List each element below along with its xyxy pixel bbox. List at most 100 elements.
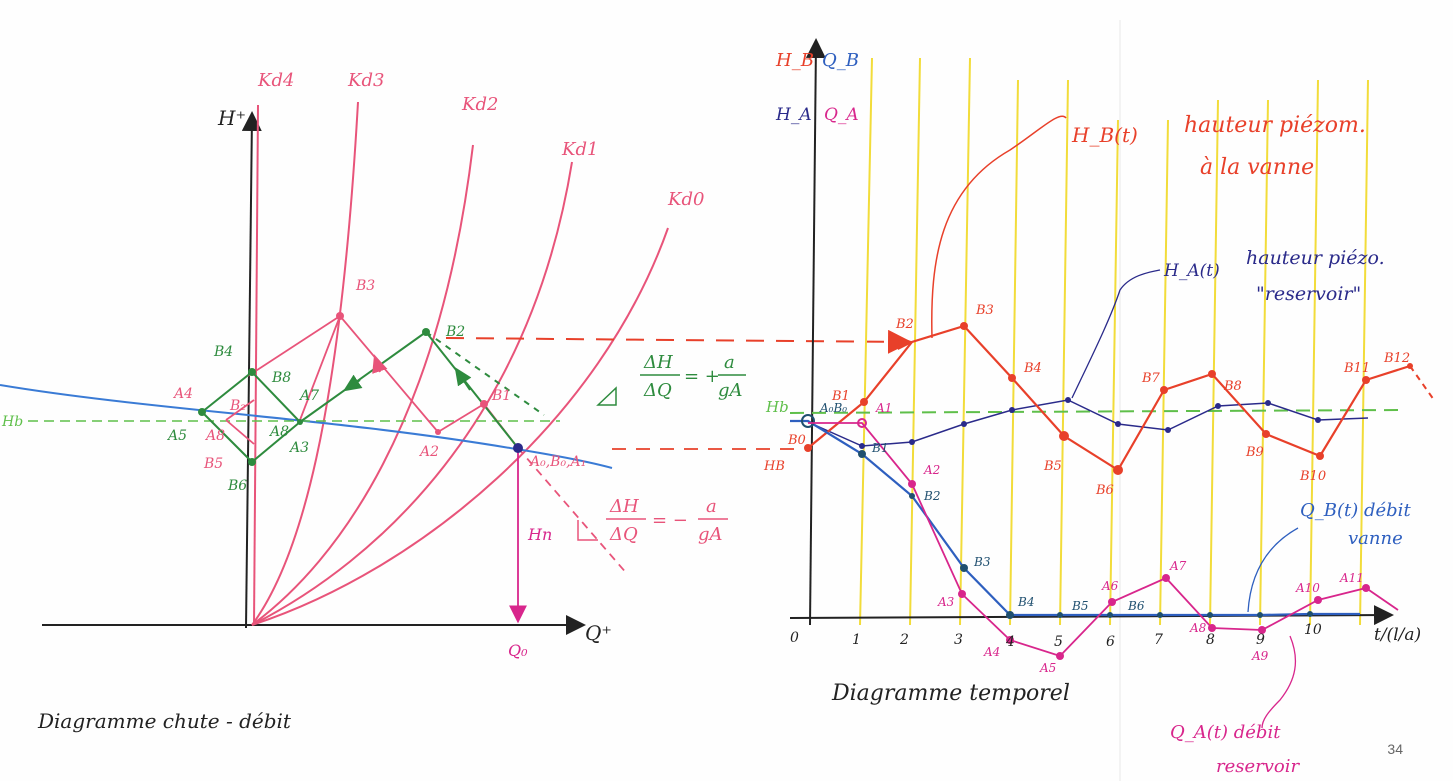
tick-9: 9 — [1256, 632, 1265, 648]
time-grid — [859, 57, 1369, 626]
pos-slope-rden: gA — [718, 380, 743, 401]
qa-label-3: A3 — [937, 595, 955, 609]
right-he-label: HB — [763, 459, 785, 474]
qa-label-2: A2 — [923, 463, 940, 477]
qb-label-5: B5 — [1071, 599, 1088, 613]
qb-label-1: B1 — [871, 441, 888, 455]
pt-b1: B1 — [491, 388, 511, 404]
legend-qb-text2: vanne — [1348, 528, 1403, 549]
pt-a4: A4 — [172, 386, 193, 402]
b-label-8: B8 — [1223, 379, 1242, 394]
neg-slope-rden: gA — [698, 524, 723, 545]
tick-5: 5 — [1054, 634, 1063, 650]
pt-b3: B3 — [355, 278, 375, 294]
right-hb-line — [789, 409, 1401, 414]
axis-h-label: H⁺ — [217, 106, 246, 130]
right-x-label: t/(l/a) — [1374, 625, 1421, 645]
tick-3: 3 — [954, 632, 963, 648]
y-label-qb: Q_B — [822, 50, 859, 71]
hn-label: Hn — [527, 525, 552, 544]
qa-label-10: A10 — [1295, 581, 1320, 595]
b-label-6: B6 — [1095, 483, 1114, 498]
legend-qa-fn: Q_A(t) débit — [1170, 722, 1281, 743]
y-label-hb: H_B — [775, 50, 814, 71]
b-label-11: B11 — [1343, 361, 1370, 376]
qa-label-9: A9 — [1251, 649, 1269, 663]
left-hb-label: Hb — [1, 414, 23, 430]
series-ha — [807, 399, 1369, 447]
label-kd3: Kd3 — [347, 70, 384, 91]
b-label-9: B9 — [1245, 445, 1264, 460]
pipe-curve — [0, 384, 613, 469]
pt-b6: B6 — [227, 478, 247, 494]
label-kd0: Kd0 — [667, 189, 704, 210]
qa-label-11: A11 — [1339, 571, 1364, 585]
label-kd1: Kd1 — [561, 139, 598, 160]
legend-qa-text2: reservoir — [1216, 756, 1301, 777]
curve-kd4 — [253, 104, 259, 626]
a0b0-label: A₀B₀ — [819, 401, 847, 415]
neg-slope-sign: = − — [652, 510, 688, 531]
tick-0: 0 — [790, 630, 799, 646]
y-label-qa: Q_A — [824, 105, 859, 125]
pos-slope-triangle — [596, 386, 617, 406]
label-kd4: Kd4 — [257, 70, 294, 91]
right-diagram: Hb HB — [763, 20, 1435, 781]
b-label-3: B3 — [975, 303, 994, 318]
pt-b8: B8 — [271, 370, 291, 386]
legend-qb-fn: Q_B(t) débit — [1300, 500, 1411, 521]
b-label-12: B12 — [1383, 351, 1410, 366]
pt-a8b: A8 — [268, 424, 289, 440]
curve-kd2 — [251, 144, 474, 626]
neg-slope-triangle — [577, 520, 598, 541]
pt-b2: B2 — [445, 324, 465, 340]
b-label-1: B1 — [831, 389, 850, 404]
tick-7: 7 — [1154, 632, 1163, 648]
pt-a8: A8 — [204, 428, 225, 444]
neg-slope-rnum: a — [706, 496, 717, 517]
link-arrow-top — [445, 329, 912, 354]
pos-slope-rnum: a — [724, 352, 735, 373]
neg-slope-den: ΔQ — [609, 524, 638, 545]
qa-label-5: A5 — [1039, 661, 1056, 675]
right-caption: Diagramme temporel — [831, 681, 1070, 706]
tick-1: 1 — [852, 632, 861, 648]
qb-label-2: B2 — [923, 489, 940, 503]
legend-ha-text2: "reservoir" — [1256, 283, 1361, 305]
y-label-ha: H_A — [775, 105, 812, 125]
b-label-7: B7 — [1141, 371, 1161, 386]
b-label-4: B4 — [1023, 361, 1042, 376]
curve-kd0 — [251, 227, 669, 626]
pt-a2: A2 — [418, 444, 439, 460]
b-label-5: B5 — [1043, 459, 1062, 474]
qb-label-4: B4 — [1017, 595, 1034, 609]
curve-kd3 — [251, 101, 359, 626]
pt-a5: A5 — [166, 428, 187, 444]
qa-label-8: A8 — [1189, 621, 1207, 635]
legend-hb-fn: H_B(t) — [1071, 123, 1138, 147]
page-number: 34 — [1387, 741, 1403, 757]
tick-8: 8 — [1206, 632, 1215, 648]
legend-hb-text1: hauteur piézom. — [1184, 113, 1366, 138]
b-label-2: B2 — [895, 317, 914, 332]
left-diagram: Kd4 Kd3 Kd2 Kd1 Kd0 Hb Hn Q₀ Q⁺ H⁺ — [0, 70, 746, 733]
tick-10: 10 — [1304, 622, 1322, 638]
pos-slope-num: ΔH — [643, 352, 673, 373]
pt-b5: B5 — [203, 456, 223, 472]
legend-hb-text2: à la vanne — [1200, 155, 1314, 180]
axis-q-label: Q⁺ — [585, 621, 612, 645]
tick-6: 6 — [1106, 634, 1115, 650]
label-kd2: Kd2 — [461, 94, 498, 115]
legend-ha-fn: H_A(t) — [1163, 261, 1220, 281]
qa-label-1: A1 — [875, 401, 892, 415]
b-label-0: B0 — [787, 433, 806, 448]
legend-ha-text1: hauteur piézo. — [1246, 247, 1385, 269]
curve-kd1 — [251, 161, 573, 626]
right-hb-label: Hb — [765, 398, 789, 416]
pos-slope-sign: = + — [684, 366, 720, 387]
pt-a3: A3 — [288, 440, 309, 456]
qb-label-6: B6 — [1127, 599, 1145, 613]
pt-bx: B₂ — [229, 398, 246, 414]
